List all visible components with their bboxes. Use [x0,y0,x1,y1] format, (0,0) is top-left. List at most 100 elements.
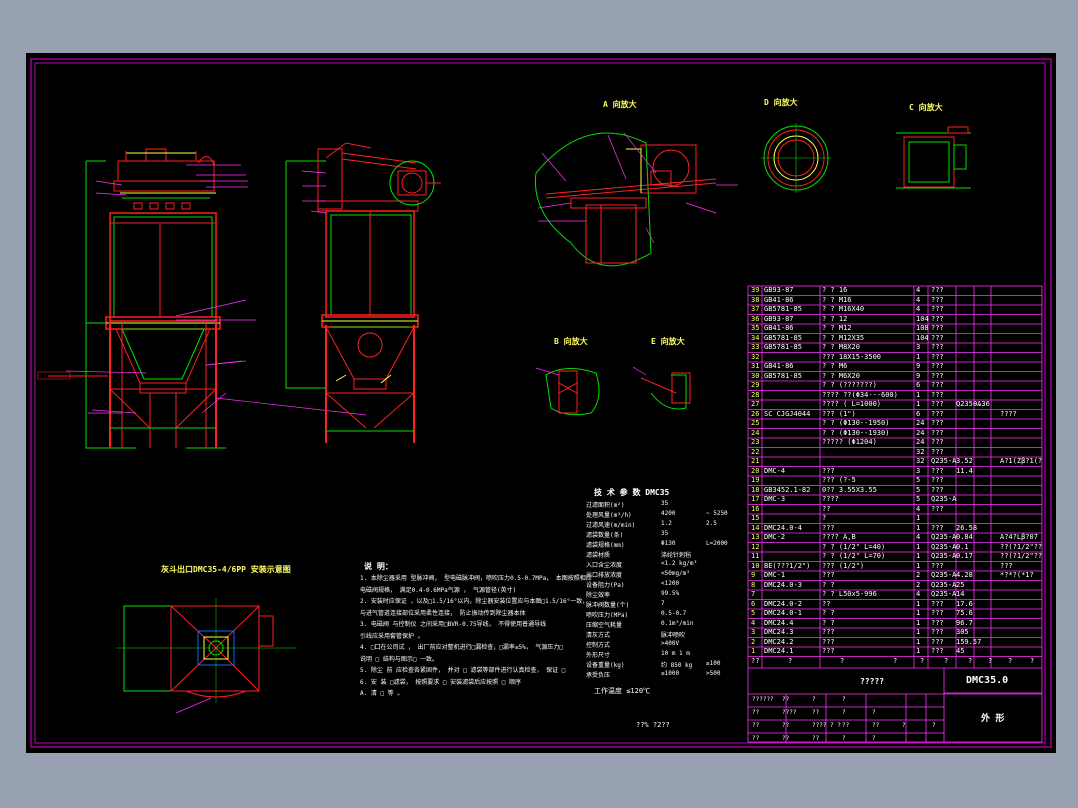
bom-cell: DMC-3 [764,495,786,503]
spec-v1: <1200 [661,580,680,587]
bom-cell: 33 [751,343,760,351]
bom-cell: 5 [751,609,756,617]
bom-cell: ??? (1") [822,409,856,418]
bom-cell: *?*?(*1? [1000,571,1034,579]
note-line: 5. 除尘 前 应检查各紧固件， 并对 □ 滤袋等部件进行认真检查， 保证 □ [360,667,566,674]
bom-cell: ??? [931,618,944,627]
bom-cell: DMC24.0-2 [764,599,802,608]
bom-cell: DMC-2 [764,533,786,541]
bom-cell: DMC24.3 [764,628,794,636]
note-line: 4. □口在公司试 ， 出厂前应对整机进行□漏检查，□漏率≤5%， 气源压力□ [360,644,563,651]
bom-cell: 32 [751,352,760,361]
bom-cell: ? ? M8X20 [822,343,860,351]
bom-cell: 1 [916,352,921,361]
bom-cell: GB93-87 [764,286,794,294]
title-block-cell: ?? [872,722,880,729]
bom-cell: 8 [751,580,756,589]
bom-cell: ??? [822,571,835,579]
detail-a-title: A 向放大 [603,100,637,109]
spec-v1: <1.2 kg/m³ [661,560,698,567]
bom-cell: A?4?Lβ?07 [1000,533,1038,541]
spec-k: 出口排放浓度 [586,572,623,579]
spec-k: 过滤面积(m²) [586,502,625,509]
spec-v2: L=2000 [706,540,728,547]
bom-cell: GB5781-85 [764,305,802,313]
bom-cell: 23 [751,438,760,446]
bom-cell: 0.36 [973,400,990,408]
spec-v1: <50mg/m³ [661,570,690,577]
detail-e-title: E 向放大 [651,337,685,346]
bom-cell: 10 [751,561,760,570]
bom-cell: DMC24.0-1 [764,609,802,617]
bom-cell: 31 [751,362,760,370]
title-block-cell: ? [842,735,846,742]
bom-cell: 38 [751,295,760,304]
bom-cell: ??? [1000,561,1013,570]
bom-header-cell: ? [944,656,949,665]
spec-v2: ≥100 [706,660,721,667]
bom-cell: 11.4 [956,466,973,475]
spec-v1: 1.2 [661,520,672,527]
spec-v2: ~ 5250 [706,510,728,517]
note-line: 1. 本除尘器采用 型脉冲阀， 型电磁脉冲阀，喷吹压力0.5-0.7MPa， 本… [360,575,592,582]
title-block-cell: ?? [782,735,790,742]
bom-cell: GB41-86 [764,295,794,304]
bom-cell: 1 [916,400,921,408]
bom-cell: 1 [916,609,921,617]
bom-cell: GB41-86 [764,324,794,332]
bom-cell: 11 [751,552,760,560]
bom-cell: 6 [751,599,756,608]
bom-cell: ??? [931,523,944,532]
bom-cell: 14 [751,523,760,532]
bom-cell: 9 [916,362,921,370]
bom-cell: 22 [751,447,760,456]
bom-cell: ? ? (???????) [822,381,877,389]
bom-cell: DMC24.1 [764,647,794,655]
bom-cell: 18 [751,485,760,494]
spec-k: 控制方式 [586,642,611,649]
bom-cell: 5 [916,485,921,494]
bom-cell: 1 [916,552,921,560]
bom-cell: 4 [751,618,756,627]
bom-cell: 37 [751,305,760,313]
bom-cell: 75.6 [956,609,973,617]
spec-k: 除尘效率 [586,592,611,599]
bom-cell: Q235-A [931,552,957,560]
bom-cell: ??? [931,447,944,456]
note-line: 引线应采用套管保护 。 [360,632,424,640]
bom-cell: ??? [931,609,944,617]
spec-v1: 0.1m³/min [661,620,694,627]
title-block-cell: ?? [782,722,790,729]
bom-cell: ???? A,B [822,533,856,541]
bom-cell: ??? [931,390,944,399]
title-block-cell: ?? [842,722,850,729]
bom-cell: GB5781-85 [764,371,802,380]
spec-footer: ??% ?2?? [636,721,670,729]
bom-cell: 25 [751,419,760,427]
note-line: 3. 电磁阀 与控制仪 之间采用□BVR-0.75导线， 不得使用普通导线 [360,621,547,628]
bom-cell: 3.52 [956,457,973,465]
bom-cell: ? ? 12 [822,314,848,323]
title-block-cell: ???? ? ? [812,722,841,729]
bom-cell: ??? [822,466,835,475]
bom-header-cell: ? [988,656,993,665]
bom-cell: ? ? [822,609,835,617]
bom-cell: ???? [822,495,839,503]
bom-cell: 28 [751,390,760,399]
bom-cell: 6 [916,409,921,418]
note-line: 与进气管道连接部位采用柔性连接， 防止振动传到除尘器本体 [360,609,526,617]
title-block-cell: ?? [812,735,820,742]
bom-table [747,285,1043,743]
detail-b-title: B 向放大 [554,337,588,346]
bom-cell: GB3452.1-82 [764,485,811,494]
bom-cell: ??? [931,561,944,570]
bom-cell: 4 [916,295,921,304]
bom-cell: 27 [751,400,760,408]
bom-cell: DMC24.4 [764,618,794,627]
title-block-cell: ? [872,709,876,716]
bom-cell: ? ? (1/2" L=40) [822,542,886,551]
bom-cell: 7 [751,590,756,598]
bom-cell: ?? [822,599,831,608]
spec-k: 喷吹压力(MPa) [586,612,629,619]
bom-cell: GB93-87 [764,314,794,323]
